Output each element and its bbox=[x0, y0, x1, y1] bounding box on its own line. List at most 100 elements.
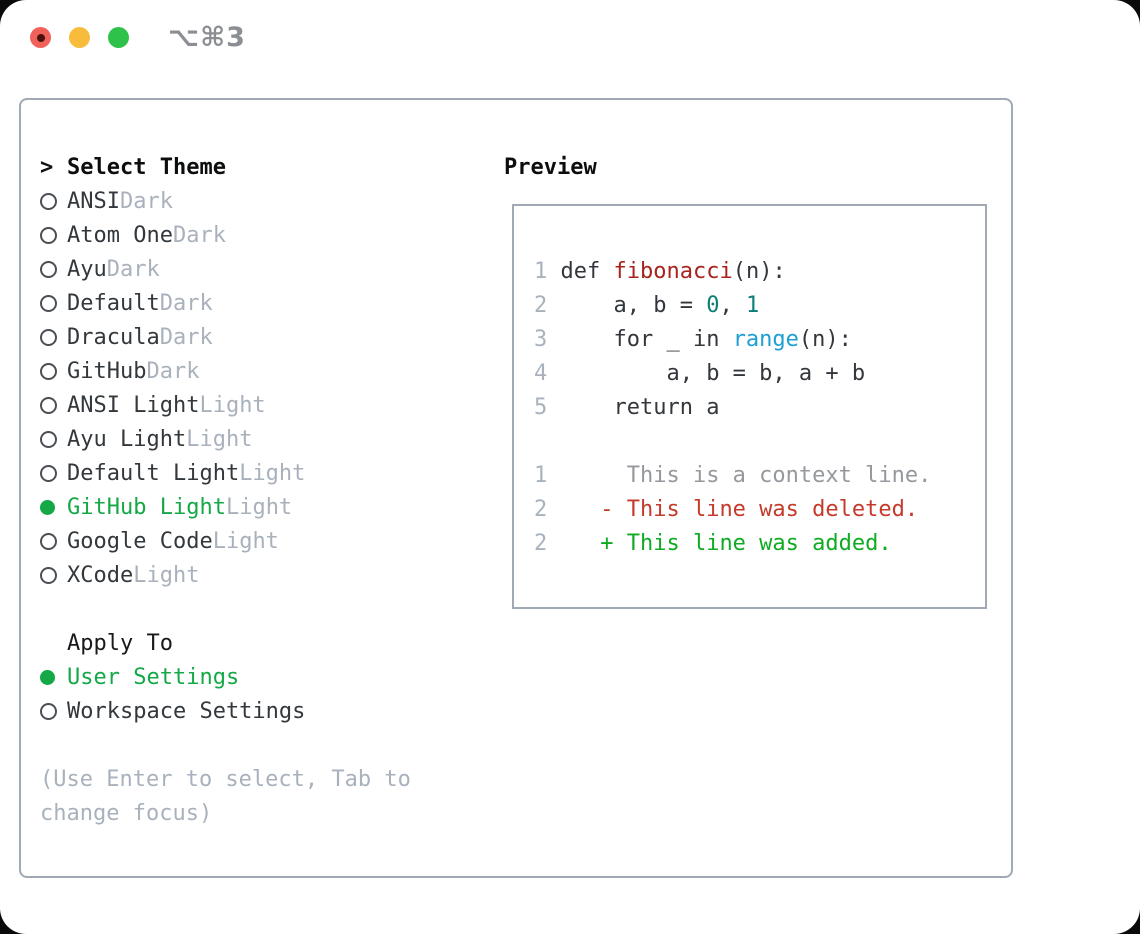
zoom-button-icon[interactable] bbox=[108, 27, 129, 48]
radio-unselected-icon bbox=[40, 703, 67, 720]
option-label: GitHub bbox=[67, 358, 147, 384]
radio-unselected-icon bbox=[40, 295, 67, 312]
spacer bbox=[40, 592, 490, 626]
theme-option[interactable]: GitHub Light Light bbox=[40, 490, 490, 524]
code-line: 2 - This line was deleted. bbox=[534, 493, 985, 527]
title-bar: ⌥⌘3 bbox=[0, 0, 1140, 74]
line-number: 1 bbox=[534, 463, 561, 488]
option-label: User Settings bbox=[67, 664, 240, 690]
option-variant-label: Light bbox=[212, 528, 279, 554]
radio-unselected-icon bbox=[40, 193, 67, 210]
line-number: 4 bbox=[534, 361, 561, 386]
line-number: 1 bbox=[534, 259, 561, 284]
code-token-added: + This line was added. bbox=[560, 531, 892, 556]
option-variant-label: Dark bbox=[159, 324, 213, 350]
close-button-icon[interactable] bbox=[30, 27, 51, 48]
minimize-button-icon[interactable] bbox=[69, 27, 90, 48]
option-label: ANSI bbox=[67, 188, 120, 214]
theme-option[interactable]: XCode Light bbox=[40, 558, 490, 592]
theme-option[interactable]: ANSI Dark bbox=[40, 184, 490, 218]
radio-unselected-icon bbox=[40, 533, 67, 550]
theme-option[interactable]: Atom One Dark bbox=[40, 218, 490, 252]
code-token-number: 0 bbox=[706, 293, 720, 318]
option-variant-label: Dark bbox=[106, 256, 160, 282]
option-label: Google Code bbox=[67, 528, 213, 554]
help-text-line-1: (Use Enter to select, Tab to bbox=[40, 766, 411, 792]
window-title: ⌥⌘3 bbox=[168, 22, 246, 53]
line-number: 2 bbox=[534, 531, 561, 556]
code-token-code: for _ in bbox=[560, 327, 733, 352]
option-label: Ayu Light bbox=[67, 426, 187, 452]
apply-to-option[interactable]: User Settings bbox=[40, 660, 490, 694]
option-variant-label: Dark bbox=[146, 358, 200, 384]
theme-option[interactable]: Ayu Light Light bbox=[40, 422, 490, 456]
theme-option[interactable]: Ayu Dark bbox=[40, 252, 490, 286]
spacer bbox=[40, 728, 490, 762]
apply-to-label: Apply To bbox=[67, 630, 173, 656]
code-token-builtin: range bbox=[732, 327, 799, 352]
option-variant-label: Light bbox=[225, 494, 293, 520]
apply-to-option[interactable]: Workspace Settings bbox=[40, 694, 490, 728]
option-variant-label: Dark bbox=[119, 188, 173, 214]
option-variant-label: Light bbox=[199, 392, 266, 418]
radio-unselected-icon bbox=[40, 329, 67, 346]
option-variant-label: Light bbox=[133, 562, 200, 588]
traffic-lights bbox=[30, 27, 129, 48]
code-token-code: return a bbox=[560, 395, 720, 420]
option-label: Default bbox=[67, 290, 160, 316]
code-line: 3 for _ in range(n): bbox=[534, 323, 985, 357]
radio-unselected-icon bbox=[40, 261, 67, 278]
option-label: Atom One bbox=[67, 222, 173, 248]
theme-option[interactable]: Dracula Dark bbox=[40, 320, 490, 354]
option-label: Ayu bbox=[67, 256, 107, 282]
option-label: Dracula bbox=[67, 324, 160, 350]
theme-option[interactable]: ANSI Light Light bbox=[40, 388, 490, 422]
code-token-code: , bbox=[719, 293, 746, 318]
code-token-func: fibonacci bbox=[613, 259, 733, 284]
code-token-code: a, b = bbox=[560, 293, 707, 318]
radio-unselected-icon bbox=[40, 397, 67, 414]
code-line: 2 a, b = 0, 1 bbox=[534, 289, 985, 323]
code-line: 4 a, b = b, a + b bbox=[534, 357, 985, 391]
preview-label: Preview bbox=[504, 154, 597, 180]
preview-header: Preview bbox=[504, 150, 597, 184]
line-number: 2 bbox=[534, 497, 561, 522]
option-variant-label: Dark bbox=[159, 290, 213, 316]
code-token-code: a, b = b, a + b bbox=[560, 361, 866, 386]
code-line bbox=[534, 425, 985, 459]
line-number: 2 bbox=[534, 293, 561, 318]
option-label: Workspace Settings bbox=[67, 698, 306, 724]
code-token-code: (n): bbox=[732, 259, 786, 284]
line-number: 5 bbox=[534, 395, 561, 420]
code-line: 2 + This line was added. bbox=[534, 527, 985, 561]
prompt-marker-icon: > bbox=[40, 154, 54, 180]
theme-option[interactable]: Default Light Light bbox=[40, 456, 490, 490]
option-label: GitHub Light bbox=[67, 494, 226, 520]
option-variant-label: Dark bbox=[172, 222, 226, 248]
theme-option[interactable]: Google Code Light bbox=[40, 524, 490, 558]
radio-selected-icon bbox=[40, 670, 67, 685]
option-label: ANSI Light bbox=[67, 392, 200, 418]
theme-option[interactable]: GitHub Dark bbox=[40, 354, 490, 388]
theme-option[interactable]: Default Dark bbox=[40, 286, 490, 320]
option-variant-label: Light bbox=[186, 426, 253, 452]
line-number: 3 bbox=[534, 327, 561, 352]
code-token-code: (n): bbox=[798, 327, 852, 352]
option-label: Default Light bbox=[67, 460, 240, 486]
radio-unselected-icon bbox=[40, 465, 67, 482]
radio-unselected-icon bbox=[40, 431, 67, 448]
code-line: 1 This is a context line. bbox=[534, 459, 985, 493]
radio-selected-icon bbox=[40, 500, 67, 515]
select-theme-header: >Select Theme bbox=[40, 150, 490, 184]
code-token-deleted: - This line was deleted. bbox=[560, 497, 919, 522]
radio-unselected-icon bbox=[40, 227, 67, 244]
code-token-number: 1 bbox=[745, 293, 760, 318]
apply-to-header: Apply To bbox=[40, 626, 490, 660]
radio-unselected-icon bbox=[40, 363, 67, 380]
